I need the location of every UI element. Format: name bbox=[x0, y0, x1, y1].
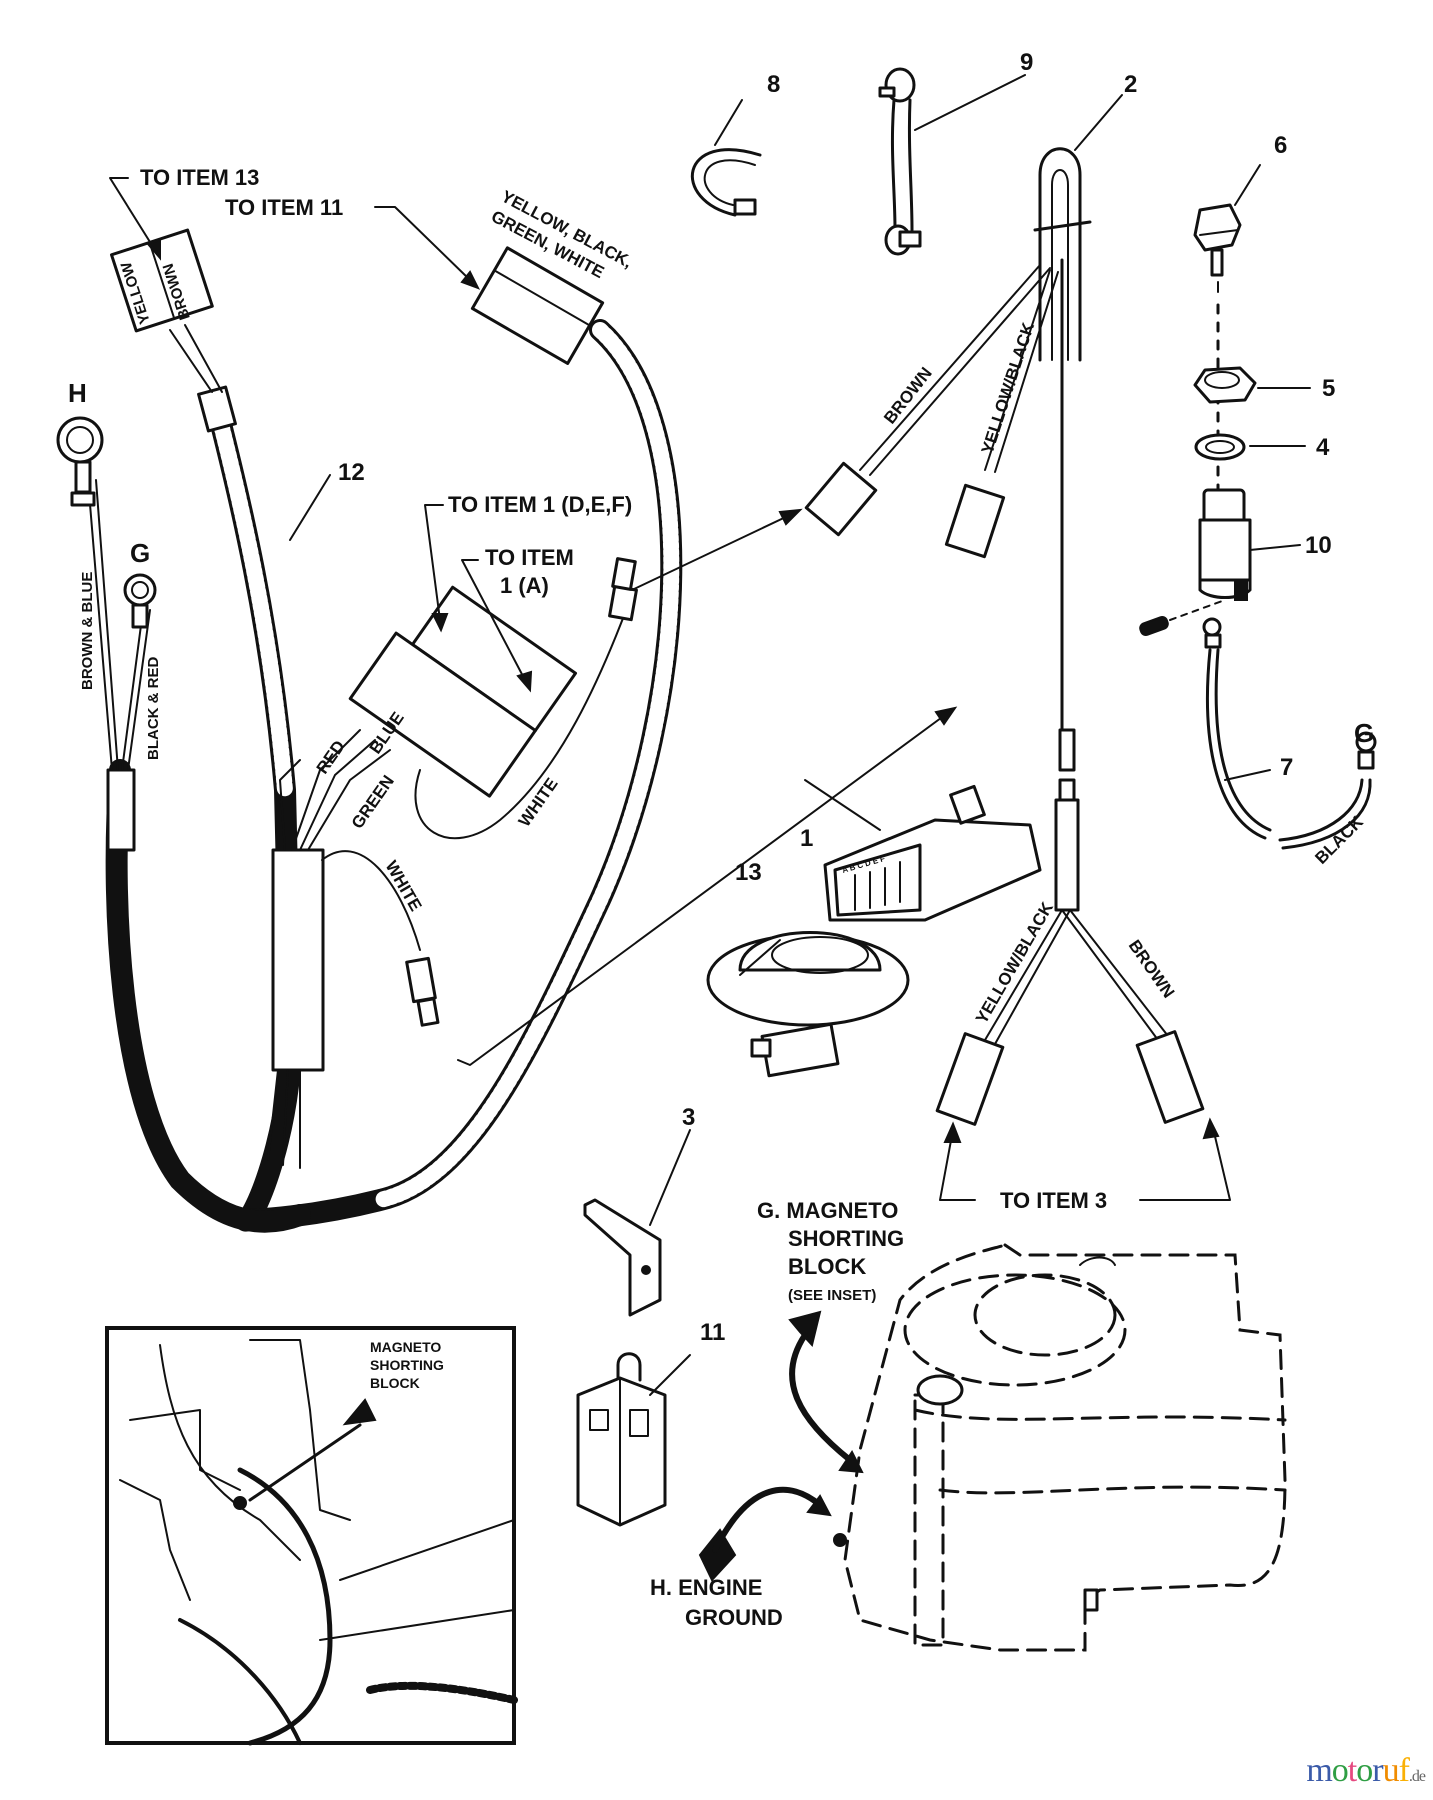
callout-to-item-1a-line1: TO ITEM bbox=[485, 545, 574, 570]
bracket-3 bbox=[583, 1198, 662, 1317]
magneto-label-line3: BLOCK bbox=[788, 1254, 866, 1279]
engine-outline bbox=[833, 1243, 1287, 1652]
item-number-11: 11 bbox=[700, 1319, 725, 1346]
terminal-label-g-right: G bbox=[1354, 718, 1374, 748]
tie-strap-8 bbox=[690, 148, 762, 217]
push-clip-9 bbox=[878, 67, 922, 256]
watermark-letter: t bbox=[1347, 1752, 1358, 1789]
harness-2 bbox=[804, 147, 1205, 1126]
engine-ground-label-line1: H. ENGINE bbox=[650, 1575, 762, 1600]
watermark-letter: o bbox=[1331, 1752, 1349, 1789]
wire-label-brown-blue: BROWN & BLUE bbox=[79, 572, 96, 690]
harness-12 bbox=[87, 319, 683, 1233]
callout-to-item-1a-line2: 1 (A) bbox=[500, 573, 549, 598]
item-number-13: 13 bbox=[735, 859, 762, 886]
wire-label-brown-upper: BROWN bbox=[880, 364, 936, 428]
item-number-9: 9 bbox=[1020, 49, 1033, 76]
leader-lines bbox=[289, 74, 1311, 1396]
callout-to-item-1-def: TO ITEM 1 (D,E,F) bbox=[448, 492, 632, 517]
watermark-letter: m bbox=[1306, 1752, 1332, 1789]
item-number-6: 6 bbox=[1274, 132, 1287, 159]
terminal-label-g-left: G bbox=[130, 538, 150, 568]
ground-wire-7 bbox=[1202, 617, 1377, 850]
item-number-12: 12 bbox=[338, 459, 365, 486]
magneto-arrow bbox=[788, 1310, 864, 1474]
watermark-letter: r bbox=[1372, 1752, 1383, 1789]
item-number-1: 1 bbox=[800, 825, 813, 852]
wire-label-green: GREEN bbox=[348, 772, 398, 832]
hex-nut-5 bbox=[1193, 366, 1257, 404]
item-number-3: 3 bbox=[682, 1104, 695, 1131]
wire-label-black-red: BLACK & RED bbox=[145, 657, 162, 760]
watermark-suffix: .de bbox=[1408, 1768, 1426, 1785]
item-number-8: 8 bbox=[767, 71, 780, 98]
lock-washer-4 bbox=[1194, 433, 1246, 461]
watermark-letter: o bbox=[1356, 1752, 1373, 1789]
connector-1 bbox=[823, 784, 1042, 922]
inset-photo bbox=[105, 1326, 518, 1746]
connector-to-item-11 bbox=[470, 246, 605, 365]
item-number-4: 4 bbox=[1316, 434, 1330, 461]
inset-label-line1: MAGNETO bbox=[370, 1339, 441, 1355]
item-number-7: 7 bbox=[1280, 754, 1293, 781]
wire-label-red: RED bbox=[313, 737, 349, 777]
engine-ground-label-line2: GROUND bbox=[685, 1605, 783, 1630]
ring-terminal-g-left bbox=[123, 573, 157, 629]
spade-terminal-white-lower bbox=[405, 956, 440, 1027]
inset-label-line2: SHORTING bbox=[370, 1357, 444, 1373]
callout-to-item-11: TO ITEM 11 bbox=[225, 195, 343, 220]
watermark-letter: u bbox=[1382, 1752, 1400, 1789]
ignition-key-6 bbox=[1193, 203, 1242, 293]
callout-to-item-3: TO ITEM 3 bbox=[1000, 1188, 1107, 1213]
spade-terminal-white-upper bbox=[608, 557, 638, 622]
item-number-2: 2 bbox=[1124, 71, 1137, 98]
watermark-logo: motoruf.de bbox=[1306, 1752, 1426, 1790]
item-number-10: 10 bbox=[1305, 532, 1332, 559]
engine-ground-arrow bbox=[698, 1486, 832, 1582]
watermark-letter: f bbox=[1398, 1752, 1410, 1789]
magneto-label-line1: G. MAGNETO bbox=[757, 1198, 898, 1223]
terminal-label-h: H bbox=[68, 378, 87, 408]
magneto-label-line2: SHORTING bbox=[788, 1226, 904, 1251]
ignition-switch-10 bbox=[1198, 488, 1252, 601]
magneto-label-line4: (SEE INSET) bbox=[788, 1287, 876, 1304]
wire-label-white-1: WHITE bbox=[515, 775, 562, 831]
callout-to-item-13: TO ITEM 13 bbox=[140, 165, 259, 190]
screw bbox=[1139, 599, 1226, 637]
module-13 bbox=[706, 931, 910, 1078]
relay-11 bbox=[576, 1352, 667, 1527]
item-number-5: 5 bbox=[1322, 375, 1335, 402]
inset-label-line3: BLOCK bbox=[370, 1375, 420, 1391]
connector-to-item-1 bbox=[348, 585, 578, 798]
ring-terminal-h bbox=[56, 416, 104, 507]
